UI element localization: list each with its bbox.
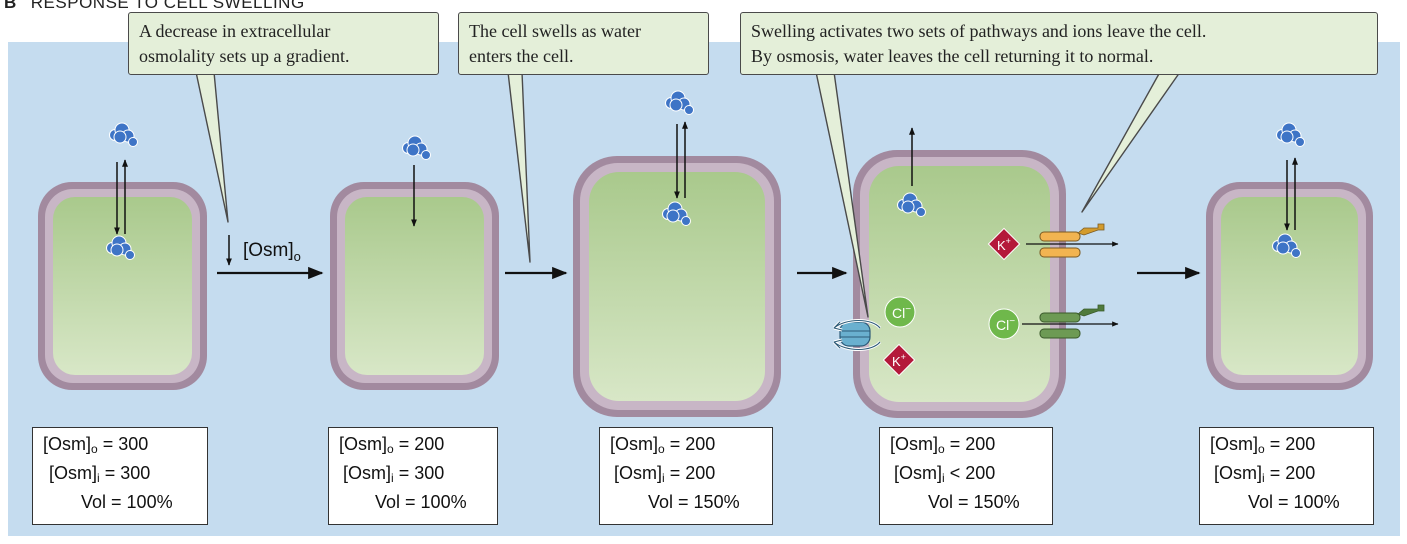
osm-i-value: 300 bbox=[414, 463, 445, 483]
svg-text:K+: K+ bbox=[892, 352, 906, 369]
osm-i-value: 300 bbox=[120, 463, 151, 483]
callout-3-pointer-left bbox=[815, 71, 869, 318]
chloride-ion-icon: Cl− bbox=[988, 308, 1020, 340]
cotransporter-icon bbox=[832, 319, 882, 351]
vol-value: 100% bbox=[126, 492, 173, 512]
callout-1: A decrease in extracellular osmolality s… bbox=[128, 12, 439, 75]
svg-text:Cl−: Cl− bbox=[892, 304, 911, 321]
stage-3-values: [Osm]o = 200 [Osm]i = 200 Vol = 150% bbox=[599, 427, 773, 525]
osm-o-value: 200 bbox=[414, 434, 445, 454]
water-molecule-icon bbox=[1276, 122, 1305, 147]
stage-1-values: [Osm]o = 300 [Osm]i = 300 Vol = 100% bbox=[32, 427, 208, 525]
callout-1-line-2: osmolality sets up a gradient. bbox=[139, 46, 350, 66]
water-molecule-icon bbox=[402, 135, 431, 160]
cell-3-swollen bbox=[573, 156, 781, 417]
osm-o-value: 200 bbox=[965, 434, 996, 454]
vol-value: 100% bbox=[1293, 492, 1340, 512]
callout-1-line-1: A decrease in extracellular bbox=[139, 21, 331, 41]
figure-title-text: RESPONSE TO CELL SWELLING bbox=[30, 0, 305, 12]
osm-i-value: 200 bbox=[685, 463, 716, 483]
callout-3-line-1: Swelling activates two sets of pathways … bbox=[751, 21, 1207, 41]
chloride-ion-icon: Cl− bbox=[884, 296, 916, 328]
panel-letter: B bbox=[4, 0, 17, 12]
osm-o-value: 200 bbox=[685, 434, 716, 454]
callout-3-pointer-right bbox=[1081, 71, 1181, 213]
stage-5-values: [Osm]o = 200 [Osm]i = 200 Vol = 100% bbox=[1199, 427, 1374, 525]
stage-4-values: [Osm]o = 200 [Osm]i < 200 Vol = 150% bbox=[879, 427, 1053, 525]
water-molecule-icon bbox=[665, 90, 694, 115]
callout-3: Swelling activates two sets of pathways … bbox=[740, 12, 1378, 75]
potassium-ion-icon: K+ bbox=[987, 227, 1021, 261]
k-channel-icon bbox=[1039, 223, 1105, 258]
potassium-ion-icon: K+ bbox=[882, 343, 916, 377]
osm-o-value: 200 bbox=[1285, 434, 1316, 454]
osm-decrease-label: [Osm]o bbox=[243, 240, 301, 264]
osm-o-value: 300 bbox=[118, 434, 149, 454]
water-molecule-icon bbox=[109, 122, 138, 147]
callout-1-pointer bbox=[195, 71, 229, 223]
callout-2: The cell swells as water enters the cell… bbox=[458, 12, 709, 75]
cell-4-swollen bbox=[853, 150, 1066, 418]
callout-2-pointer bbox=[507, 71, 531, 263]
osm-i-value: 200 bbox=[1285, 463, 1316, 483]
stage-2-values: [Osm]o = 200 [Osm]i = 300 Vol = 100% bbox=[328, 427, 498, 525]
callout-2-line-1: The cell swells as water bbox=[469, 21, 641, 41]
svg-text:Cl−: Cl− bbox=[996, 316, 1015, 333]
callout-2-line-2: enters the cell. bbox=[469, 46, 574, 66]
cell-1 bbox=[38, 182, 207, 390]
vol-value: 150% bbox=[973, 492, 1020, 512]
vol-value: 100% bbox=[420, 492, 467, 512]
svg-text:K+: K+ bbox=[997, 236, 1011, 253]
cell-5 bbox=[1206, 182, 1373, 390]
cell-2 bbox=[330, 182, 499, 390]
callout-3-line-2: By osmosis, water leaves the cell return… bbox=[751, 46, 1154, 66]
vol-value: 150% bbox=[693, 492, 740, 512]
figure-title: B RESPONSE TO CELL SWELLING bbox=[4, 0, 305, 13]
osm-i-value: 200 bbox=[965, 463, 996, 483]
cl-channel-icon bbox=[1039, 304, 1105, 339]
